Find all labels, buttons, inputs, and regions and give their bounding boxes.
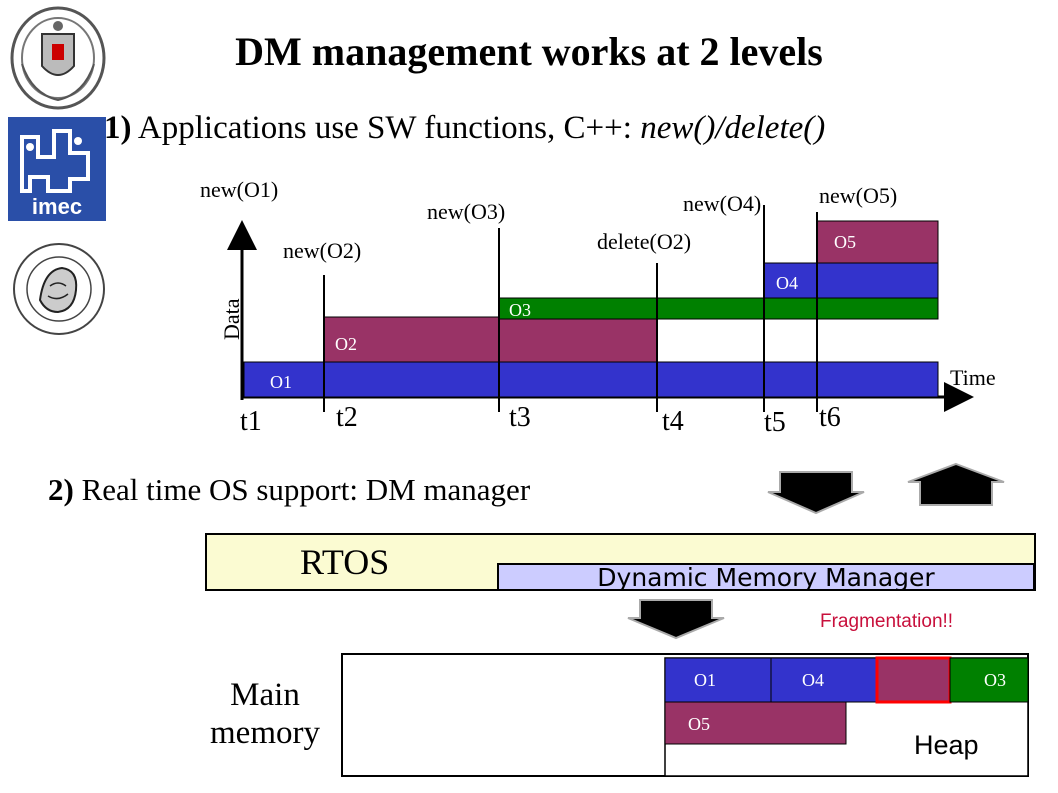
section-2-heading: 2) Real time OS support: DM manager [48, 472, 530, 508]
tick-t5: t5 [764, 407, 786, 438]
heap-label-o3: O3 [984, 670, 1006, 690]
main-memory-label-line1: Main [230, 677, 300, 713]
bar-o2 [323, 316, 658, 363]
tick-t6: t6 [819, 402, 841, 433]
heap-label-o4: O4 [802, 670, 824, 690]
label-o4: O4 [776, 273, 798, 293]
duth-seal-logo [13, 243, 105, 335]
label-o2: O2 [335, 334, 357, 354]
fragmentation-label: Fragmentation!! [820, 611, 954, 632]
x-axis-label: Time [950, 365, 996, 390]
bar-o1 [243, 361, 939, 398]
rtos-label: RTOS [300, 542, 390, 582]
arrow-down-icon [767, 471, 865, 515]
label-o3: O3 [509, 300, 531, 320]
arrow-down-icon [627, 599, 725, 640]
svg-text:imec: imec [32, 194, 82, 219]
event-new-o4: new(O4) [683, 191, 761, 216]
heap-label-o5: O5 [688, 714, 710, 734]
heap-block-o3 [949, 657, 1029, 703]
tick-t3: t3 [509, 402, 531, 433]
section-2-text: Real time OS support: DM manager [73, 472, 531, 507]
event-new-o3: new(O3) [427, 199, 505, 224]
ucm-seal-logo [10, 6, 106, 110]
arrow-up-icon [907, 462, 1005, 506]
section-1-text: Applications use SW functions, C++: [131, 110, 641, 146]
tick-t2: t2 [336, 402, 358, 433]
section-1-number: 1) [104, 110, 132, 146]
event-new-o1: new(O1) [200, 177, 278, 202]
bar-o4 [763, 262, 939, 299]
heap-block-o5 [664, 701, 847, 745]
event-delete-o2: delete(O2) [597, 229, 691, 254]
y-axis-label: Data [219, 298, 244, 340]
main-memory-label-line2: memory [210, 715, 320, 751]
section-2-number: 2) [48, 472, 74, 507]
tick-t1: t1 [240, 406, 262, 437]
heap-block-free [875, 656, 952, 704]
heap-block-o4 [770, 657, 878, 703]
event-new-o5: new(O5) [819, 183, 897, 208]
imec-logo: imec [8, 117, 106, 221]
label-o1: O1 [270, 372, 292, 392]
heap-label-o1: O1 [694, 670, 716, 690]
event-new-o2: new(O2) [283, 238, 361, 263]
main-memory-label: Main memory [180, 676, 350, 752]
bar-o5 [816, 220, 939, 264]
tick-t4: t4 [662, 406, 684, 437]
slide-title: DM management works at 2 levels [235, 29, 823, 74]
section-1-italic: new()/delete() [640, 110, 826, 146]
label-o5: O5 [834, 232, 856, 252]
heap-block-o1 [664, 657, 772, 703]
section-1-heading: 1) Applications use SW functions, C++: n… [104, 110, 825, 147]
allocation-timeline: Data Time new(O1) new(O2) new(O3) delete… [200, 177, 996, 438]
heap-label: Heap [914, 730, 979, 760]
dynamic-memory-manager: Dynamic Memory Manager [497, 563, 1035, 591]
